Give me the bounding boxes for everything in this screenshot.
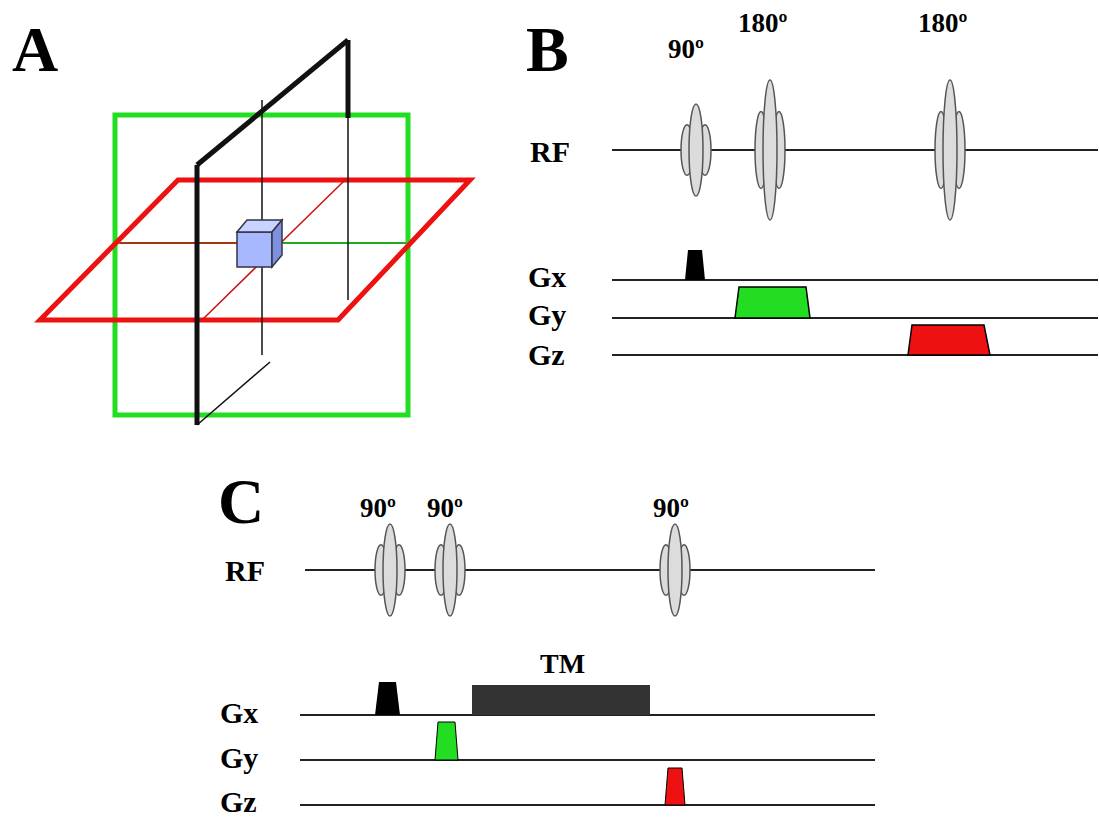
flip-angle: 180º: [738, 10, 787, 37]
rf-pulse-lobe: [668, 524, 682, 616]
axis-label: RF: [530, 137, 570, 167]
flip-angle: 90º: [668, 36, 704, 63]
axis-label: Gx: [528, 262, 566, 292]
axis-label: Gy: [528, 300, 566, 330]
axis-label: Gz: [220, 787, 257, 817]
mixing-time-label: TM: [540, 650, 585, 678]
rf-pulse-lobe: [443, 524, 457, 616]
panel-letter: B: [526, 18, 569, 82]
rf-pulses: [375, 80, 965, 616]
press-sequence: [612, 150, 1098, 355]
axis-label: Gx: [220, 698, 258, 728]
rf-pulse-lobe: [689, 104, 703, 196]
plane-drawing: [40, 40, 470, 425]
panel-letter: C: [218, 470, 264, 534]
axis-label: Gy: [220, 743, 258, 773]
rf-pulse-lobe: [763, 80, 777, 220]
flip-angle: 90º: [427, 495, 463, 522]
flip-angle: 90º: [360, 495, 396, 522]
axis-label: Gz: [528, 340, 565, 370]
flip-angle: 90º: [653, 495, 689, 522]
rf-pulse-lobe: [943, 80, 957, 220]
axis-label: RF: [225, 556, 265, 586]
rf-pulse-lobe: [383, 524, 397, 616]
panel-letter: A: [12, 18, 58, 82]
flip-angle: 180º: [918, 10, 967, 37]
